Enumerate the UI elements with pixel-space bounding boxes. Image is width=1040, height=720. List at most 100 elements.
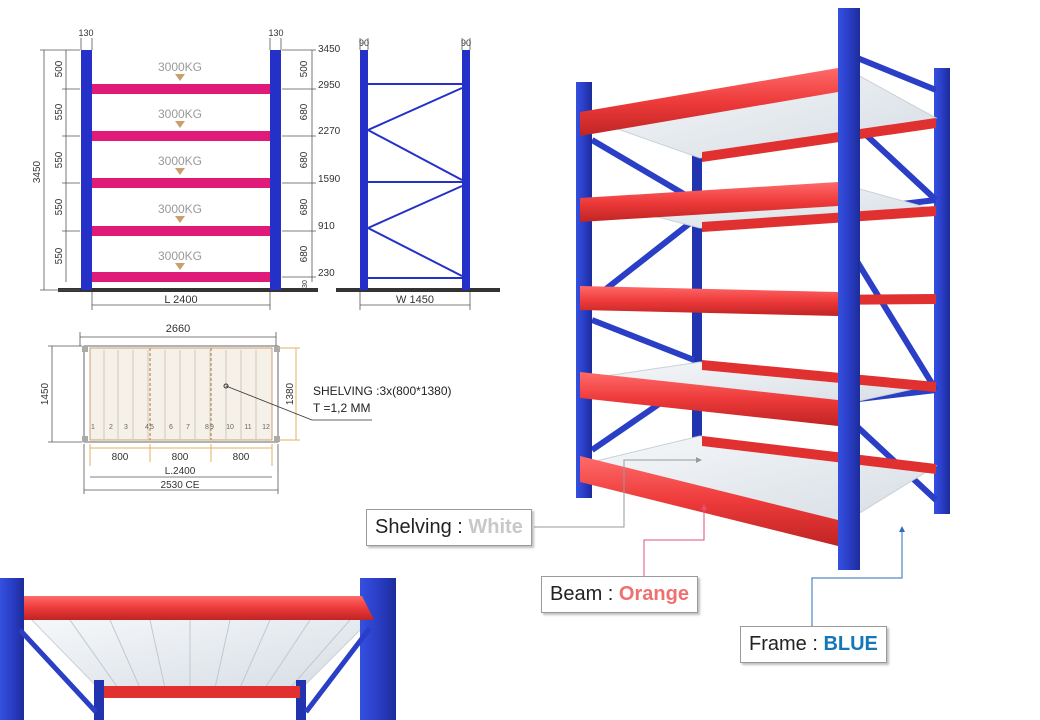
plan-slat-lines [103, 350, 257, 440]
dim-upright-width: 130 [78, 28, 93, 38]
dim-plan-depth: 1450 [40, 382, 51, 405]
dim-upright-width: 130 [268, 28, 283, 38]
load-arrow-icon [175, 168, 185, 175]
detail-back-upright [94, 680, 104, 720]
back-beam [702, 118, 936, 162]
callout-frame-label: Frame : [749, 633, 824, 655]
dim-bay: 800 [233, 452, 250, 463]
leader-line [225, 385, 313, 421]
level-mark: 3450 [318, 44, 341, 55]
dim-plan-width: 2660 [166, 323, 190, 335]
dim-right: 680 [299, 245, 310, 262]
beam-level-1 [92, 84, 270, 94]
back-left-upright [692, 150, 702, 480]
load-label: 3000KG [158, 202, 202, 216]
level-mark: 2270 [318, 126, 341, 137]
slat-number: 7 [186, 424, 190, 431]
load-arrow-icon [175, 74, 185, 81]
dim-plan-ce: 2530 CE [161, 480, 200, 491]
detail-shelf-ribs [69, 619, 351, 689]
callout-frame: Frame : BLUE [740, 626, 887, 663]
side-left-upright [360, 50, 368, 290]
callout-beam-label: Beam : [550, 583, 619, 605]
detail-brace [304, 626, 372, 714]
slat-number: 11 [244, 424, 251, 431]
right-upright [270, 50, 281, 290]
dim-right: 680 [299, 103, 310, 120]
dim-shelf-depth: 1380 [285, 382, 296, 405]
side-view: 90 90 W 1450 [336, 38, 500, 310]
slat-number: 4 [145, 424, 149, 431]
level-mark: 1590 [318, 174, 341, 185]
back-beam [702, 206, 936, 232]
load-label: 3000KG [158, 60, 202, 74]
detail-shelf [28, 617, 374, 691]
front-right-upright [838, 8, 860, 570]
left-upright [81, 50, 92, 290]
load-arrow-icon [175, 121, 185, 128]
plan-view: 2660 1 2 3 4 5 6 7 8 9 10 [40, 323, 452, 494]
detail-back-beam [104, 686, 300, 698]
callout-shelving-value: White [468, 516, 523, 538]
load-label: 3000KG [158, 154, 202, 168]
slat-number: 8 [205, 424, 209, 431]
load-label: 3000KG [158, 107, 202, 121]
front-beam [580, 286, 838, 316]
dim-right: 230 [302, 280, 309, 292]
callout-leaders [534, 457, 905, 628]
beam-level-3 [92, 178, 270, 188]
load-arrow-icon [175, 216, 185, 223]
level-mark: 230 [318, 268, 335, 279]
slat-number: 5 [150, 424, 154, 431]
side-bracing [367, 83, 463, 279]
slat-number: 2 [109, 424, 113, 431]
dim-left: 550 [54, 103, 65, 120]
detail-brace [18, 628, 98, 714]
dim-overall-height: 3450 [32, 160, 43, 183]
load-label: 3000KG [158, 249, 202, 263]
leader-dot [223, 383, 229, 389]
dim-left: 550 [54, 151, 65, 168]
side-right-upright [462, 50, 470, 290]
dim-bay: 800 [112, 452, 129, 463]
slat-number: 6 [169, 424, 173, 431]
beam-level-4 [92, 226, 270, 236]
shelving-thickness: T =1,2 MM [313, 401, 370, 415]
plan-shelving [89, 347, 273, 441]
plan-post [274, 346, 280, 352]
back-beam [702, 436, 936, 474]
shelving-spec: SHELVING :3x(800*1380) [313, 384, 452, 398]
level-mark: 910 [318, 221, 335, 232]
detail-right-upright [360, 578, 396, 720]
dim-left: 550 [54, 247, 65, 264]
dim-length: L 2400 [164, 294, 197, 306]
detail-crop [0, 578, 396, 720]
callout-beam: Beam : Orange [541, 576, 698, 613]
right-dimension-lines [282, 49, 316, 282]
rack-3d-illustration [576, 8, 950, 570]
dim-right: 680 [299, 151, 310, 168]
front-beam [580, 456, 838, 546]
detail-front-beam [24, 596, 374, 620]
plan-post [274, 436, 280, 442]
dim-width: W 1450 [396, 294, 434, 306]
slat-number: 12 [262, 424, 270, 431]
left-frame-bracing [590, 137, 696, 453]
plan-post [82, 436, 88, 442]
callout-shelving-label: Shelving : [375, 516, 469, 538]
detail-left-upright [0, 578, 24, 720]
dim-left: 550 [54, 198, 65, 215]
front-beam [580, 68, 838, 136]
detail-back-upright [296, 680, 306, 720]
slat-number: 9 [210, 424, 214, 431]
plan-post [82, 346, 88, 352]
front-beam [580, 372, 838, 426]
dim-side-upright: 90 [359, 38, 369, 48]
front-beam [580, 182, 838, 222]
slat-number: 10 [226, 424, 234, 431]
callout-beam-value: Orange [618, 583, 689, 605]
plan-bay-dividers [149, 348, 212, 440]
dim-side-upright: 90 [461, 38, 471, 48]
dim-right: 680 [299, 198, 310, 215]
